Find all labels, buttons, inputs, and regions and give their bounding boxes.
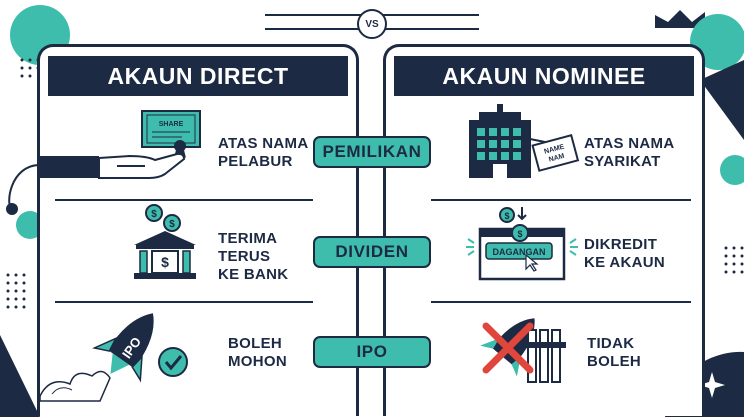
label-line: TIDAK [587,335,635,352]
name-tag-line-2: NAM [548,153,565,164]
svg-text:$: $ [517,229,522,239]
label-left-ipo: BOLEH MOHON [228,335,287,371]
svg-text:$: $ [504,211,509,221]
ipo-rocket-check-icon: IPO [40,313,188,402]
label-line: TERUS [218,248,271,265]
svg-text:$: $ [169,219,175,230]
label-line: ATAS NAMA [584,135,675,152]
teal-circle-right [720,155,744,185]
row-divider-left-1 [55,199,313,201]
sleeve [37,156,99,178]
dot-grid-right [724,246,744,274]
crown-shape-top-right [655,10,705,28]
name-tag [531,134,580,172]
label-line: BOLEH [228,335,282,352]
left-curve-node [6,203,18,215]
trading-account-screen-icon: $ $ DAGANGAN [466,207,578,281]
label-line: KE BANK [218,266,289,283]
rocket-body [107,313,154,369]
row-divider-left-2 [55,301,313,303]
smoke-trail [40,370,111,402]
check-mark [164,355,183,371]
vs-badge: VS [357,9,387,39]
row-divider-right-2 [431,301,691,303]
red-cross [482,322,534,374]
navy-wedge-bottom-left [0,335,40,417]
left-curve-line [8,164,41,211]
label-line: SYARIKAT [584,153,661,170]
category-pill-dividen: DIVIDEN [313,236,431,268]
share-certificate-hand-icon: SHARE [37,110,201,179]
company-building-name-tag-icon: NAME NAM [469,104,580,178]
panel-title-nominee: AKAUN NOMINEE [394,56,694,96]
label-line: KE AKAUN [584,254,666,271]
label-line: DIKREDIT [584,236,658,253]
category-pill-pemilikan: PEMILIKAN [313,136,431,168]
sparkle-bottom-right [699,372,725,398]
label-line: ATAS NAMA [218,135,309,152]
share-text: SHARE [159,121,184,128]
label-right-pemilikan: ATAS NAMA SYARIKAT [584,135,674,171]
navy-wedge-right [700,60,744,140]
panel-title-direct: AKAUN DIRECT [48,56,348,96]
panel-akaun-direct: AKAUN DIRECT [37,44,359,416]
label-right-ipo: TIDAK BOLEH [587,335,641,371]
label-left-dividen: TERIMA TERUS KE BANK [218,230,288,284]
label-line: PELABUR [218,153,293,170]
dagangan-text: DAGANGAN [493,247,546,257]
label-left-pemilikan: ATAS NAMA PELABUR [218,135,308,171]
certificate [141,110,201,148]
check-circle [158,347,188,377]
label-line: BOLEH [587,353,641,370]
bank-dollar-icon: $ $ $ [134,204,196,279]
svg-text:$: $ [161,254,169,270]
category-pill-ipo: IPO [313,336,431,368]
label-right-dividen: DIKREDIT KE AKAUN [584,236,665,272]
dot-grid-left-lower [6,273,26,309]
label-line: MOHON [228,353,287,370]
rocket-blocked-cross-icon [480,318,566,383]
svg-text:$: $ [151,209,157,220]
label-line: TERIMA [218,230,278,247]
barrier [527,329,561,383]
row-divider-right-1 [431,199,691,201]
